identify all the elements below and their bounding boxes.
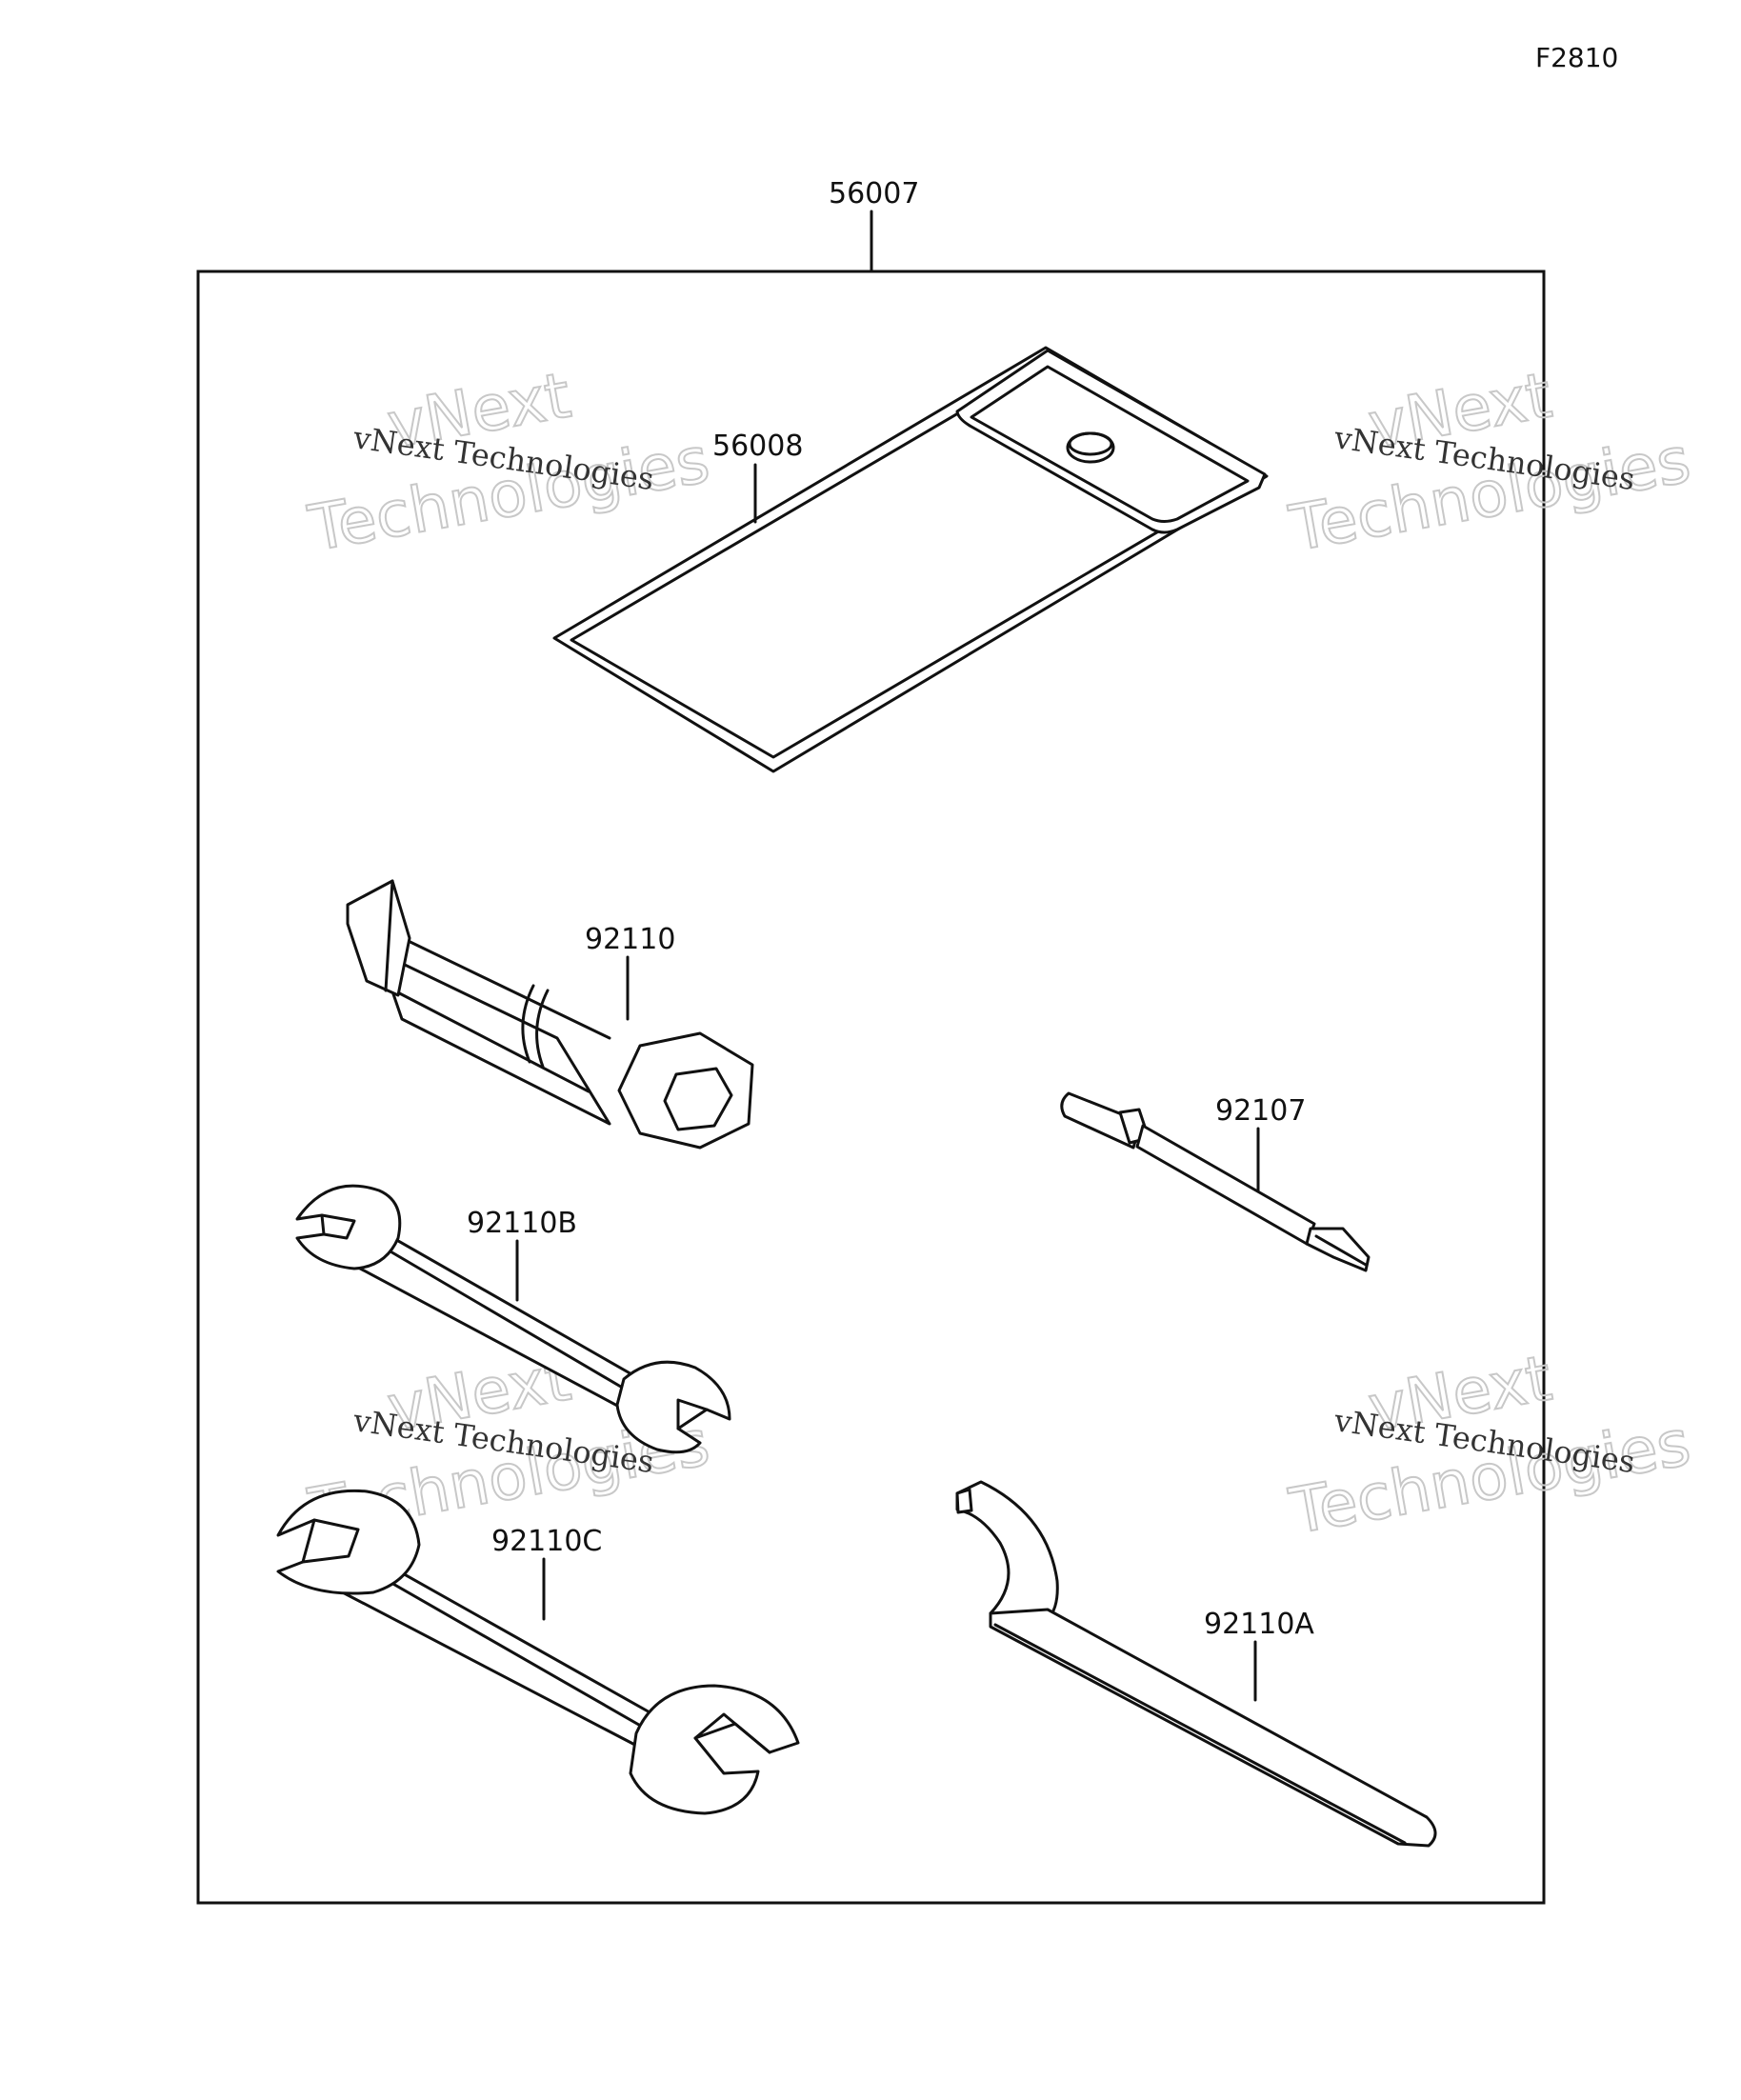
plug-wrench-small-hex — [346, 879, 411, 997]
wrench-92110b — [295, 1184, 731, 1454]
plug-wrench-shaft-bottom — [385, 985, 590, 1093]
plug-wrench-hex-opening — [663, 1067, 733, 1131]
wrench-b-small-head — [295, 1184, 402, 1270]
bit-shank — [1060, 1091, 1143, 1150]
tool-pouch — [552, 346, 1269, 773]
hook-wrench — [955, 1480, 1437, 1848]
hook-wrench-handle — [989, 1608, 1437, 1848]
plug-wrench-hex-edge — [384, 879, 394, 992]
bit-tip-edge — [1314, 1234, 1368, 1267]
wrench-c-large-head — [629, 1684, 800, 1815]
part-label-hook-wrench: 92110A — [1204, 1608, 1314, 1641]
part-label-screwdriver-bit: 92107 — [1215, 1094, 1306, 1128]
watermark-top-right: Technologies vNext vNext Technologies — [1283, 357, 1696, 566]
part-label-wrench-c: 92110C — [491, 1525, 602, 1558]
wrench-c-small-jaw — [301, 1518, 360, 1564]
ref-code: F2810 — [1535, 42, 1618, 73]
spark-plug-wrench — [346, 879, 754, 1150]
hook-wrench-arc — [955, 1480, 1059, 1621]
wrench-b-large-jaw — [676, 1398, 709, 1430]
wrench-c-large-jaw — [693, 1712, 771, 1754]
watermark-bottom-right: Technologies vNext vNext Technologies — [1283, 1340, 1696, 1549]
part-label-spark-plug-wrench: 92110 — [585, 923, 675, 956]
pouch-body — [552, 346, 1269, 773]
part-label-pouch: 56008 — [712, 430, 803, 463]
watermark-top-left: Technologies vNext vNext Technologies — [302, 357, 715, 566]
plug-wrench-shaft-top — [390, 931, 611, 1040]
pouch-flap-stitch — [970, 365, 1250, 523]
bit-shaft — [1135, 1124, 1316, 1246]
part-label-wrench-b: 92110B — [467, 1207, 577, 1240]
wrench-b-handle-edge — [366, 1236, 632, 1394]
plug-wrench-collar-2 — [521, 984, 535, 1064]
pouch-snap-top — [1068, 431, 1113, 456]
part-label-kit: 56007 — [829, 177, 919, 210]
hook-wrench-pin — [955, 1488, 973, 1514]
kit-frame — [196, 270, 1546, 1905]
wrench-b-small-jaw — [320, 1213, 356, 1240]
wrench-92110c — [276, 1489, 800, 1815]
plug-wrench-shaft — [377, 950, 611, 1126]
hook-wrench-handle-edge — [993, 1623, 1407, 1845]
plug-wrench-collar — [535, 989, 550, 1069]
wrench-c-small-head — [276, 1489, 421, 1595]
wrench-c-handle-edge — [370, 1570, 659, 1737]
